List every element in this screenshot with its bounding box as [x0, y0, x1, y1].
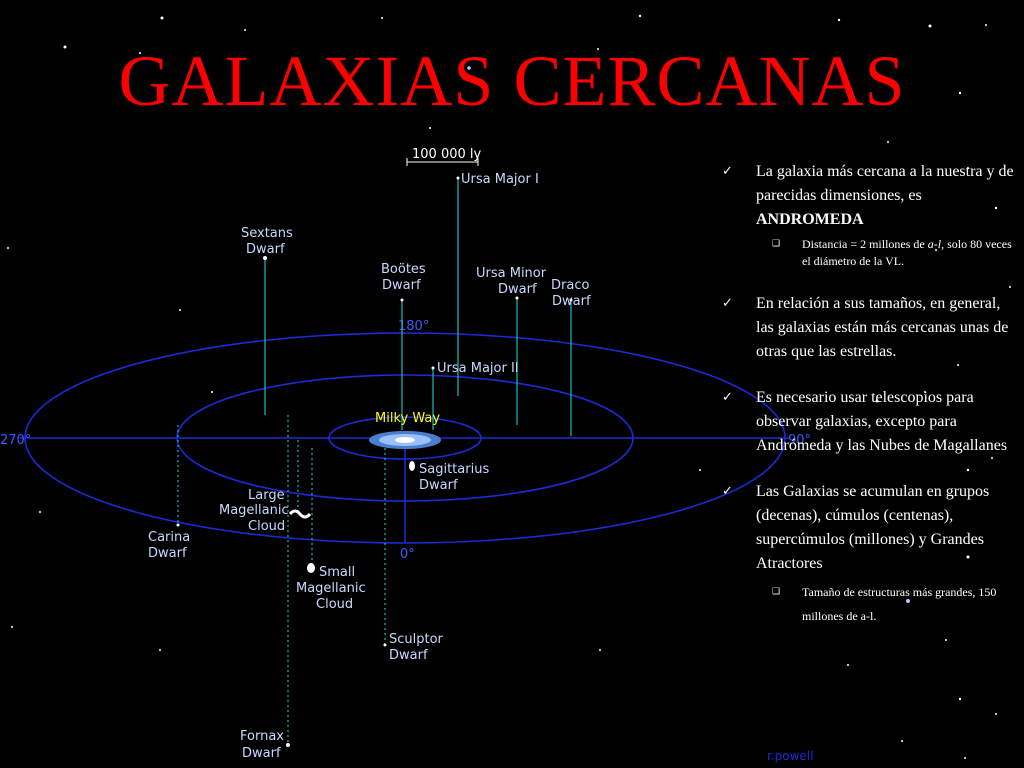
- draco-label-line1: Draco: [551, 278, 589, 293]
- bootes-label-line2: Dwarf: [382, 278, 421, 293]
- galaxy-markers: [176, 176, 573, 747]
- fornax-label-line2: Dwarf: [242, 746, 281, 761]
- degree-labels: 180° 270° 90° 0°: [0, 319, 811, 562]
- fornax-label-line1: Fornax: [240, 729, 284, 744]
- bullet-item: ✓ La galaxia más cercana a la nuestra y …: [720, 160, 1020, 232]
- bootes-label-line1: Boötes: [381, 262, 426, 277]
- bullet-group-1: ✓ La galaxia más cercana a la nuestra y …: [720, 160, 1020, 270]
- sub-bullet-text: Tamaño de estructuras más grandes, 150 m…: [802, 585, 997, 623]
- sub-bullet-item: ❑ Distancia = 2 millones de a-l, solo 80…: [720, 236, 1020, 270]
- degree-90: 90°: [788, 433, 811, 448]
- bullet-text: La galaxia más cercana a la nuestra y de…: [756, 163, 1014, 204]
- sextans-label-line2: Dwarf: [246, 242, 285, 257]
- smc-label-line1: Small: [319, 565, 355, 580]
- checkmark-icon: ✓: [722, 484, 733, 499]
- checkmark-icon: ✓: [722, 390, 733, 405]
- carina-label-line1: Carina: [148, 530, 190, 545]
- scale-bar: 100 000 ly: [406, 147, 482, 166]
- bullet-item: ✓ Es necesario usar telescopios para obs…: [720, 386, 1020, 458]
- lmc-label-line1: Large: [248, 488, 285, 503]
- degree-180: 180°: [398, 319, 429, 334]
- milky-way-label: Milky Way: [375, 411, 440, 426]
- ursa-minor-label-line1: Ursa Minor: [476, 266, 547, 281]
- sextans-label-line1: Sextans: [241, 226, 293, 241]
- lmc-label-line3: Cloud: [248, 519, 285, 534]
- bullet-list: ✓ La galaxia más cercana a la nuestra y …: [720, 160, 1020, 650]
- sub-bullet-text-after: , solo 80 veces el diámetro de la VL.: [802, 237, 1012, 268]
- lmc-label-line2: Magellanic: [219, 503, 289, 518]
- slide-title: GALAXIAS CERCANAS: [118, 41, 906, 121]
- milky-way: Milky Way: [369, 411, 441, 449]
- draco-label-line2: Dwarf: [552, 294, 591, 309]
- bullet-item: ✓ Las Galaxias se acumulan en grupos (de…: [720, 480, 1020, 576]
- starfield: [7, 14, 1011, 759]
- sagittarius-label-line1: Sagittarius: [419, 462, 489, 477]
- galaxy-stems: [177, 178, 572, 745]
- scale-label: 100 000 ly: [412, 147, 482, 162]
- sub-bullet-item: ❑ Tamaño de estructuras más grandes, 150…: [720, 580, 1020, 628]
- smc-label-line2: Magellanic: [296, 581, 366, 596]
- bullet-group-4: ✓ Las Galaxias se acumulan en grupos (de…: [720, 480, 1020, 628]
- degree-270: 270°: [0, 433, 31, 448]
- ursa-minor-label-line2: Dwarf: [498, 282, 537, 297]
- galaxy-labels: Ursa Major I Ursa Major II Sextans Dwarf…: [148, 172, 591, 761]
- ursa-major-2-label: Ursa Major II: [437, 361, 519, 376]
- sub-bullet-italic: a-l: [927, 237, 942, 251]
- square-bullet-icon: ❑: [772, 587, 781, 597]
- sub-bullet-text: Distancia = 2 millones de: [802, 237, 928, 251]
- bullet-text: Las Galaxias se acumulan en grupos (dece…: [756, 483, 990, 572]
- bullet-item: ✓ En relación a sus tamaños, en general,…: [720, 292, 1020, 364]
- smc-label-line3: Cloud: [316, 597, 353, 612]
- square-bullet-icon: ❑: [772, 239, 781, 249]
- sculptor-label-line1: Sculptor: [389, 632, 444, 647]
- carina-label-line2: Dwarf: [148, 546, 187, 561]
- checkmark-icon: ✓: [722, 164, 733, 179]
- bullet-group-2: ✓ En relación a sus tamaños, en general,…: [720, 292, 1020, 364]
- bullet-group-3: ✓ Es necesario usar telescopios para obs…: [720, 386, 1020, 458]
- credit-label: r.powell: [767, 749, 813, 763]
- checkmark-icon: ✓: [722, 296, 733, 311]
- bullet-text: En relación a sus tamaños, en general, l…: [756, 295, 1009, 360]
- bullet-text: Es necesario usar telescopios para obser…: [756, 389, 1008, 454]
- degree-0: 0°: [400, 547, 415, 562]
- sagittarius-label-line2: Dwarf: [419, 478, 458, 493]
- bullet-bold-text: ANDROMEDA: [756, 211, 864, 228]
- ursa-major-1-label: Ursa Major I: [461, 172, 539, 187]
- sculptor-label-line2: Dwarf: [389, 648, 428, 663]
